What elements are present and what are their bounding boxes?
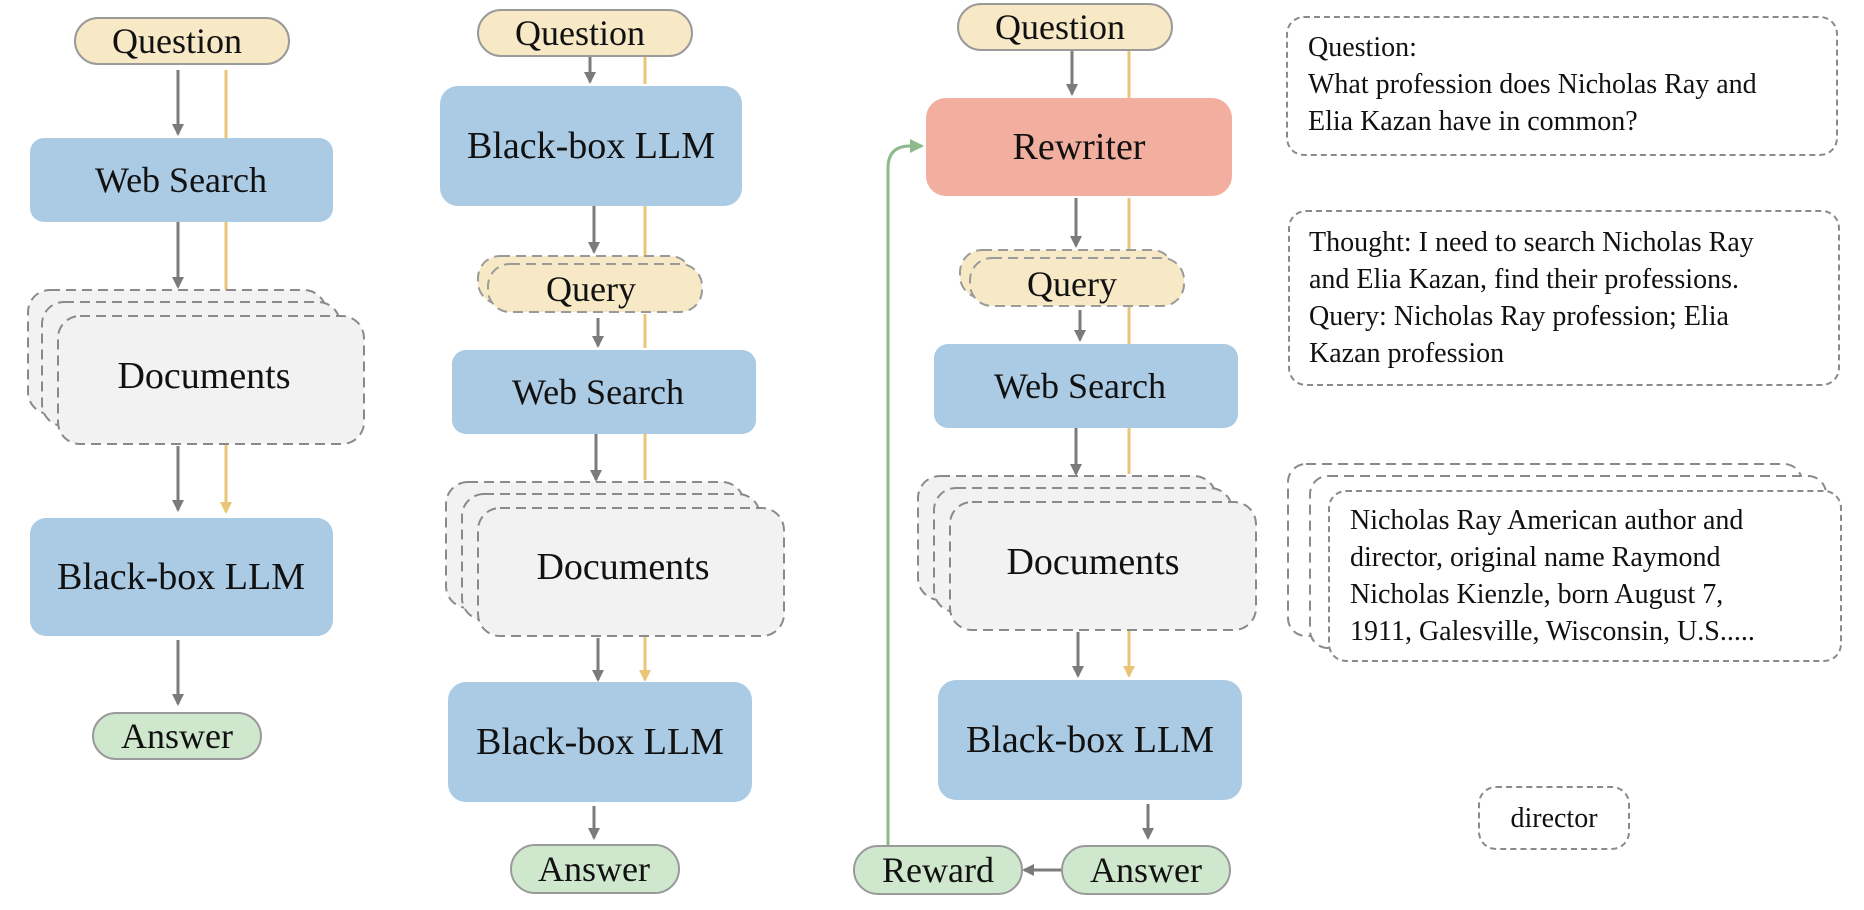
documents-stack: Documents — [27, 289, 365, 445]
web-search-node: Web Search — [934, 344, 1238, 428]
example-question-note: Question: What profession does Nicholas … — [1286, 16, 1838, 156]
example-thought-line: Query: Nicholas Ray profession; Elia — [1309, 301, 1729, 332]
reward-label: Reward — [882, 850, 994, 890]
web-search-label: Web Search — [994, 366, 1166, 406]
answer-node: Answer — [92, 712, 262, 760]
black-box-llm-node: Black-box LLM — [448, 682, 752, 802]
example-answer-note: director — [1478, 786, 1630, 850]
documents-label: Documents — [1006, 541, 1179, 583]
pipeline-1: Question Web Search Documents Black-box … — [27, 17, 365, 760]
reward-node: Reward — [853, 845, 1023, 895]
example-document-line: Nicholas Kienzle, born August 7, — [1350, 579, 1724, 610]
example-document-line: director, original name Raymond — [1350, 542, 1721, 573]
example-document-note: Nicholas Ray American author and directo… — [1328, 490, 1842, 662]
query-label: Query — [546, 269, 636, 309]
documents-stack: Documents — [917, 475, 1257, 631]
documents-label: Documents — [536, 546, 709, 588]
example-question-line: What profession does Nicholas Ray and — [1308, 69, 1757, 100]
example-question-label: Question: — [1308, 32, 1417, 63]
question-label: Question — [995, 7, 1125, 47]
question-node: Question — [957, 3, 1173, 51]
answer-label: Answer — [538, 849, 650, 889]
example-thought-line: Thought: I need to search Nicholas Ray — [1309, 227, 1754, 258]
query-node: Query — [959, 249, 1185, 307]
example-document-line: Nicholas Ray American author and — [1350, 505, 1744, 536]
query-label: Query — [1027, 264, 1117, 304]
web-search-node: Web Search — [452, 350, 756, 434]
black-box-llm-label: Black-box LLM — [966, 719, 1214, 761]
pipeline-3: Question Rewriter Query Web Search Docum… — [853, 3, 1257, 895]
answer-node: Answer — [510, 844, 680, 894]
rewriter-label: Rewriter — [1013, 126, 1146, 168]
black-box-llm-node: Black-box LLM — [440, 86, 742, 206]
documents-label: Documents — [117, 355, 290, 397]
black-box-llm-node: Black-box LLM — [938, 680, 1242, 800]
query-node: Query — [477, 255, 703, 313]
answer-label: Answer — [1090, 850, 1202, 890]
web-search-label: Web Search — [95, 160, 267, 200]
black-box-llm-label: Black-box LLM — [476, 721, 724, 763]
answer-node: Answer — [1061, 845, 1231, 895]
question-label: Question — [112, 21, 242, 61]
example-thought-line: and Elia Kazan, find their professions. — [1309, 264, 1739, 295]
web-search-node: Web Search — [30, 138, 333, 222]
question-node: Question — [74, 17, 290, 65]
example-question-line: Elia Kazan have in common? — [1308, 106, 1638, 137]
black-box-llm-label: Black-box LLM — [57, 556, 305, 598]
pipeline-2: Question Black-box LLM Query Web Search … — [440, 9, 785, 894]
web-search-label: Web Search — [512, 372, 684, 412]
question-node: Question — [477, 9, 693, 57]
black-box-llm-node: Black-box LLM — [30, 518, 333, 636]
black-box-llm-label: Black-box LLM — [467, 125, 715, 167]
answer-label: Answer — [121, 716, 233, 756]
example-thought-line: Kazan profession — [1309, 338, 1505, 369]
reward-feedback-arrow — [886, 139, 924, 846]
documents-stack: Documents — [445, 481, 785, 637]
example-thought-note: Thought: I need to search Nicholas Ray a… — [1288, 210, 1840, 386]
question-label: Question — [515, 13, 645, 53]
example-document-line: 1911, Galesville, Wisconsin, U.S..... — [1350, 616, 1755, 647]
rewriter-node: Rewriter — [926, 98, 1232, 196]
example-answer-label: director — [1510, 802, 1598, 834]
